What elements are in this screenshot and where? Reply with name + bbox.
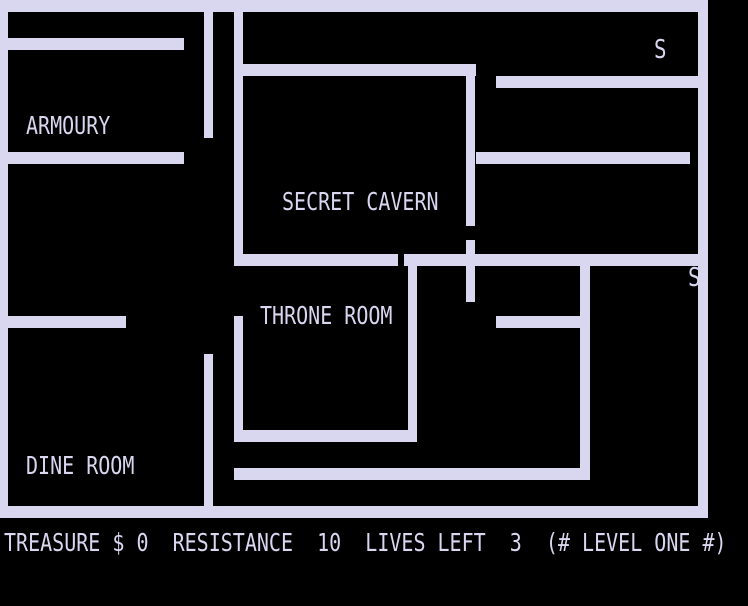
wall-armoury-bottom: [8, 152, 184, 164]
lives-label: LIVES LEFT: [365, 528, 486, 557]
wall-left: [0, 0, 8, 518]
wall-cavern-right: [466, 64, 475, 226]
wall-right-mid: [476, 152, 690, 164]
wall-cavern-top: [234, 64, 476, 76]
wall-throne-bottom: [234, 430, 417, 442]
treasure-label: TREASURE $: [4, 528, 125, 557]
wall-corridor-right-upper: [234, 12, 243, 266]
wall-cavern-bottom-left: [234, 254, 398, 266]
marker-s-right-edge: S: [688, 263, 701, 293]
status-bar: TREASURE $ 0 RESISTANCE 10 LIVES LEFT 3 …: [4, 528, 727, 558]
room-label-dine-room: DINE ROOM: [26, 451, 135, 480]
wall-right-vertical: [580, 266, 590, 480]
lives-value: 3: [509, 528, 522, 557]
room-label-secret-cavern: SECRET CAVERN: [282, 187, 439, 216]
wall-cavern-right-stub: [466, 240, 475, 302]
wall-right-upper: [496, 76, 708, 88]
resistance-label: RESISTANCE: [172, 528, 294, 557]
room-label-throne-room: THRONE ROOM: [260, 301, 393, 330]
wall-bottom: [0, 506, 708, 518]
wall-right-lower: [496, 316, 590, 328]
marker-s-top-right: S: [654, 35, 667, 65]
wall-lower-corridor: [234, 468, 590, 480]
treasure-value: 0: [136, 528, 149, 557]
room-label-armoury: ARMOURY: [26, 111, 111, 140]
wall-cavern-bottom-right: [404, 254, 708, 266]
level-indicator: (# LEVEL ONE #): [545, 528, 727, 557]
wall-left-mid: [8, 316, 126, 328]
wall-top: [0, 0, 708, 12]
wall-corridor-left-lower: [204, 354, 213, 506]
wall-corridor-right-lower: [234, 316, 243, 442]
resistance-value: 10: [317, 528, 342, 557]
wall-armoury-top: [8, 38, 184, 50]
wall-corridor-left-upper: [204, 12, 213, 138]
wall-throne-right: [408, 266, 417, 442]
